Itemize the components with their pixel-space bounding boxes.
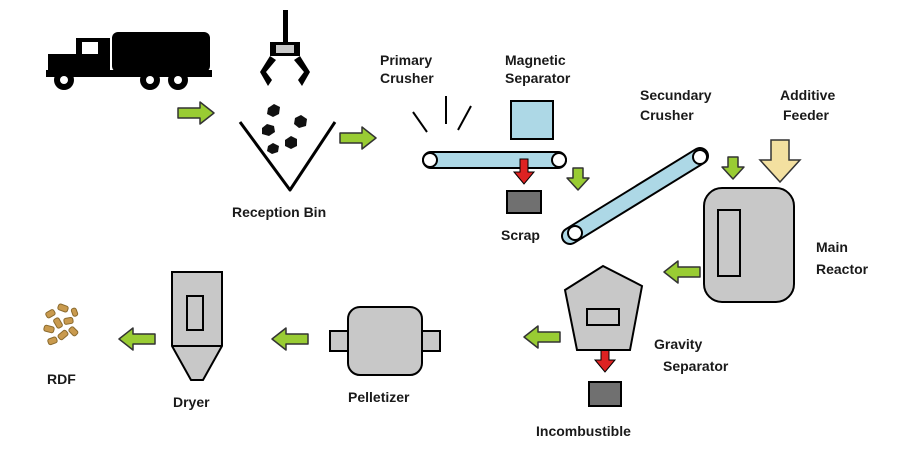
flow-arrow xyxy=(271,327,309,351)
label-incombustible: Incombustible xyxy=(536,423,631,439)
label-rdf: RDF xyxy=(47,371,76,387)
label-gravity-separator-2: Separator xyxy=(663,358,729,374)
label-dryer: Dryer xyxy=(173,394,210,410)
label-magnetic-separator-2: Separator xyxy=(505,70,571,86)
label-primary-crusher-2: Crusher xyxy=(380,70,434,86)
label-reception-bin: Reception Bin xyxy=(232,204,326,220)
additive-feeder-arrow xyxy=(758,139,802,184)
label-pelletizer: Pelletizer xyxy=(348,389,410,405)
dryer xyxy=(171,271,223,381)
flow-arrow xyxy=(177,101,215,125)
primary-crusher-lines xyxy=(412,96,472,133)
conveyor-belt-2 xyxy=(561,147,709,245)
label-secundary-crusher-2: Crusher xyxy=(640,107,694,123)
scrap-box xyxy=(506,190,542,214)
flow-arrow-down xyxy=(721,156,745,180)
pelletizer xyxy=(329,306,441,376)
conveyor-belt-1 xyxy=(422,151,567,169)
incombustible-box xyxy=(588,381,622,407)
label-main-reactor-2: Reactor xyxy=(816,261,869,277)
label-secundary-crusher-1: Secundary xyxy=(640,87,712,103)
label-primary-crusher-1: Primary xyxy=(380,52,432,68)
truck-icon xyxy=(46,32,212,90)
label-magnetic-separator-1: Magnetic xyxy=(505,52,566,68)
flow-arrow xyxy=(339,126,377,150)
grapple-icon xyxy=(260,10,310,86)
label-additive-feeder-1: Additive xyxy=(780,87,835,103)
flow-arrow-down xyxy=(566,167,590,191)
red-down-arrow xyxy=(593,347,617,373)
flow-arrow xyxy=(663,260,701,284)
waste-chunks xyxy=(262,104,307,154)
label-scrap: Scrap xyxy=(501,227,540,243)
magnetic-separator xyxy=(510,100,554,140)
main-reactor xyxy=(703,187,795,303)
rdf-pellets-icon xyxy=(43,303,79,346)
flow-arrow xyxy=(118,327,156,351)
gravity-separator xyxy=(563,264,644,351)
reception-bin xyxy=(238,104,337,192)
label-gravity-separator-1: Gravity xyxy=(654,336,702,352)
label-additive-feeder-2: Feeder xyxy=(783,107,829,123)
label-main-reactor-1: Main xyxy=(816,239,848,255)
flow-arrow xyxy=(523,325,561,349)
red-down-arrow xyxy=(512,158,536,185)
